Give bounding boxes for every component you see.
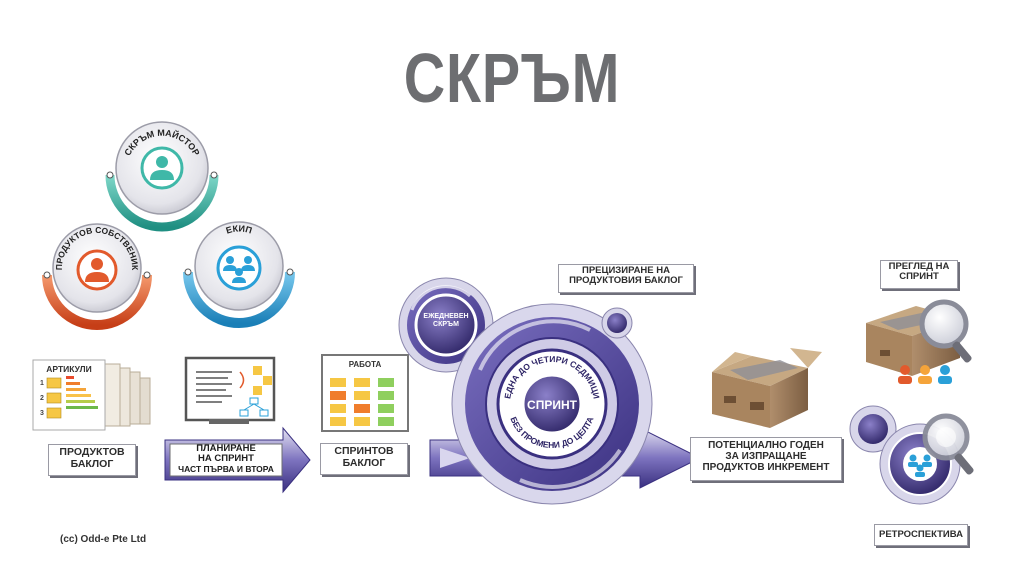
backlog-number-2: 2 <box>40 395 44 402</box>
sprint-planning-arrow <box>164 426 311 494</box>
stakeholders-icon <box>898 365 952 384</box>
credit-text: (cc) Odd-e Pte Ltd <box>60 534 147 545</box>
sprint-planning-label: ПЛАНИРАНЕ НА СПРИНТ ЧАСТ ПЪРВА И ВТОРА <box>178 443 274 474</box>
retrospective <box>849 405 974 505</box>
page-title: СКРЪМ <box>403 39 621 117</box>
scrum-master-role: СКРЪМ МАЙСТОР <box>105 121 219 232</box>
backlog-number-3: 3 <box>40 410 44 417</box>
scrum-master-ribbon <box>105 174 219 232</box>
product-backlog-header: АРТИКУЛИ <box>46 364 91 374</box>
task-cards <box>330 378 394 426</box>
person-icon <box>150 156 174 180</box>
magnifier-icon <box>919 299 972 363</box>
refinement-label: ПРЕЦИЗИРАНЕ НА ПРОДУКТОВИЯ БАКЛОГ <box>558 264 694 293</box>
sprint-backlog-label: СПРИНТОВ БАКЛОГ <box>320 443 408 475</box>
daily-scrum-label: ЕЖЕДНЕВЕН СКРЪМ <box>423 313 469 328</box>
person-icon <box>85 258 109 282</box>
sprint-planning-board <box>184 356 276 424</box>
product-owner-ribbon <box>42 274 152 330</box>
sprint-cycle: ЕДНА ДО ЧЕТИРИ СЕДМИЦИ БЕЗ ПРОМЕНИ ДО ЦЕ… <box>451 303 653 505</box>
increment-label: ПОТЕНЦИАЛНО ГОДЕН ЗА ИЗПРАЩАНЕ ПРОДУКТОВ… <box>690 437 842 481</box>
sprint-backlog-header: РАБОТА <box>349 360 382 369</box>
product-owner-role: ПРОДУКТОВ СОБСТВЕНИК <box>42 223 152 330</box>
team-icon <box>223 256 255 283</box>
sprint-center-label: СПРИНТ <box>527 398 578 412</box>
priority-bars <box>66 376 98 409</box>
product-backlog-stack: АРТИКУЛИ 1 2 3 <box>32 359 151 431</box>
refinement-indicator <box>601 307 633 339</box>
team-role: ЕКИП <box>183 221 295 328</box>
sprint-review <box>866 299 972 384</box>
magnifier-icon <box>922 413 974 475</box>
backlog-number-1: 1 <box>40 380 44 387</box>
team-ribbon <box>183 271 295 328</box>
daily-scrum-cycle <box>398 277 494 373</box>
product-backlog-label: ПРОДУКТОВ БАКЛОГ <box>48 444 136 476</box>
retrospective-label: РЕТРОСПЕКТИВА <box>874 524 968 546</box>
team-icon <box>908 454 932 477</box>
increment-box <box>712 348 822 428</box>
sprint-review-label: ПРЕГЛЕД НА СПРИНТ <box>880 260 958 289</box>
sprint-backlog-board: РАБОТА <box>321 354 409 432</box>
